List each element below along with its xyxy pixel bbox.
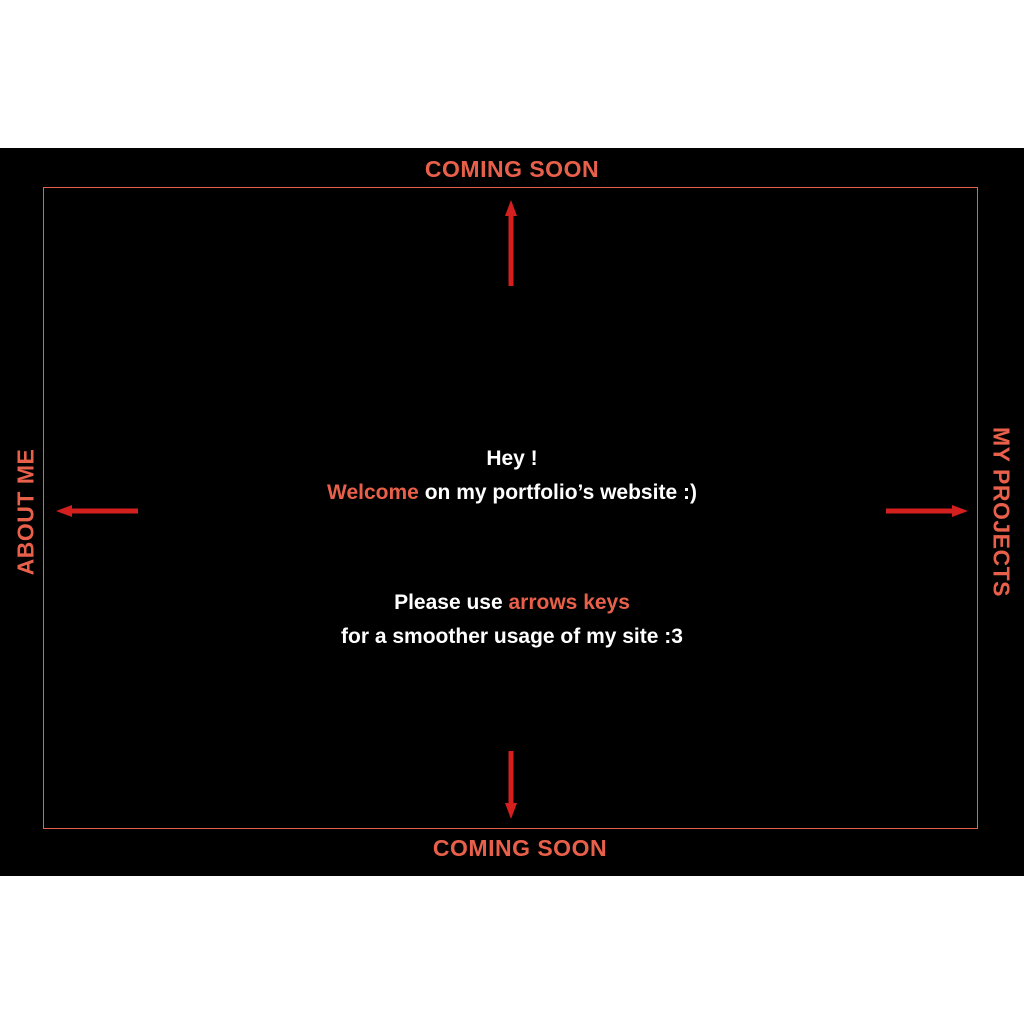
portfolio-landing: COMING SOON COMING SOON ABOUT ME MY PROJ… (0, 148, 1024, 876)
instructions-start: Please use (394, 591, 509, 614)
instructions-block: Please use arrows keys for a smoother us… (0, 586, 1024, 654)
greeting-welcome-line: Welcome on my portfolio’s website :) (0, 476, 1024, 510)
greeting-hey: Hey ! (486, 447, 538, 470)
greeting-block: Hey ! Welcome on my portfolio’s website … (0, 442, 1024, 510)
arrow-right-icon[interactable] (886, 503, 968, 519)
arrow-down-icon[interactable] (503, 751, 519, 819)
arrow-left-icon[interactable] (56, 503, 138, 519)
instructions-line-2: for a smoother usage of my site :3 (341, 625, 683, 648)
welcome-rest: on my portfolio’s website :) (418, 481, 697, 504)
nav-coming-soon-bottom[interactable]: COMING SOON (432, 835, 608, 861)
nav-coming-soon-top[interactable]: COMING SOON (424, 156, 600, 182)
instructions-line-1: Please use arrows keys (0, 586, 1024, 620)
arrow-up-icon[interactable] (503, 200, 519, 286)
welcome-accent: Welcome (327, 481, 419, 504)
content-frame (43, 187, 978, 829)
arrow-keys-accent: arrows keys (508, 591, 630, 614)
